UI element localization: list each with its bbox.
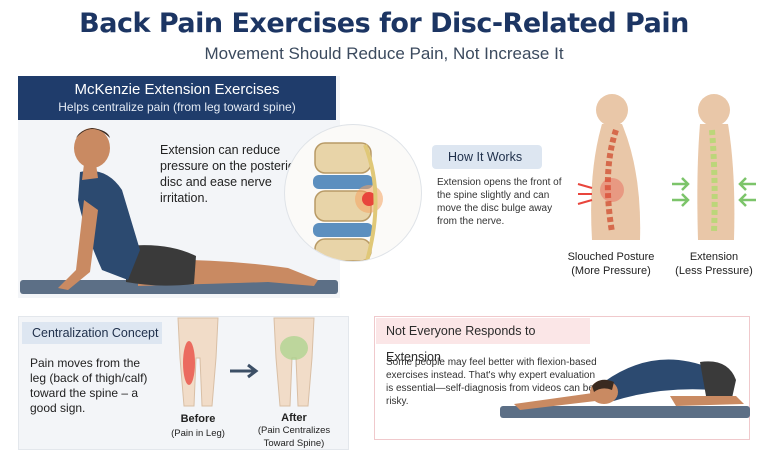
page-subtitle: Movement Should Reduce Pain, Not Increas… [204, 44, 564, 63]
mckenzie-title: McKenzie Extension Exercises [74, 81, 280, 98]
slouched-posture-figure [577, 94, 641, 240]
centralization-text: Pain moves from the leg (back of thigh/c… [30, 356, 148, 415]
after-label-note-2: Toward Spine) [263, 438, 325, 449]
extension-label-title: Extension [689, 251, 739, 263]
slouched-label-note: (More Pressure) [571, 265, 651, 277]
page-title: Back Pain Exercises for Disc-Related Pai… [79, 8, 689, 39]
yoga-mat [500, 406, 750, 418]
slouched-label-title: Slouched Posture [567, 251, 655, 263]
centralization-label: Centralization Concept [22, 322, 162, 344]
leg-pain-area [183, 341, 195, 385]
shirt [596, 359, 714, 402]
legs-before-figure [177, 317, 219, 407]
extension-label-note: (Less Pressure) [675, 265, 753, 277]
childs-pose-illustration [500, 359, 750, 418]
shirt [78, 170, 140, 280]
how-it-works-text: Extension opens the front of the spine s… [437, 177, 562, 227]
slouched-label: Slouched Posture (More Pressure) [556, 250, 666, 278]
extension-label: Extension (Less Pressure) [666, 250, 762, 278]
cobra-pose-illustration [20, 128, 338, 294]
centralized-relief-area [280, 336, 308, 360]
after-label-note-1: (Pain Centralizes [257, 425, 331, 436]
vertebra-illustration [313, 142, 383, 261]
legs [670, 396, 744, 406]
flexion-label: Not Everyone Responds to Extension [376, 318, 590, 364]
after-label-title: After [281, 412, 307, 424]
right-arrow-icon [230, 363, 259, 379]
after-label: After (Pain Centralizes Toward Spine) [252, 412, 336, 450]
how-it-works-label: How It Works [432, 145, 542, 169]
before-label: Before (Pain in Leg) [160, 412, 236, 441]
mckenzie-description: Extension can reduce pressure on the pos… [160, 143, 299, 205]
shorts [126, 245, 196, 286]
arm [58, 200, 98, 290]
legs-after-figure [273, 317, 315, 407]
extension-posture-figure [672, 94, 756, 240]
flexion-text: Some people may feel better with flexion… [386, 357, 597, 407]
head [74, 128, 110, 168]
yoga-mat [20, 280, 338, 294]
pressure-glow [600, 178, 624, 202]
shorts [700, 361, 736, 398]
hair [76, 128, 110, 138]
neck [82, 164, 98, 180]
mckenzie-header: McKenzie Extension Exercises Helps centr… [18, 76, 336, 120]
disc-closeup [284, 124, 422, 262]
before-label-title: Before [180, 413, 216, 425]
before-label-note: (Pain in Leg) [171, 428, 225, 439]
mckenzie-subtitle: Helps centralize pain (from leg toward s… [58, 100, 296, 114]
